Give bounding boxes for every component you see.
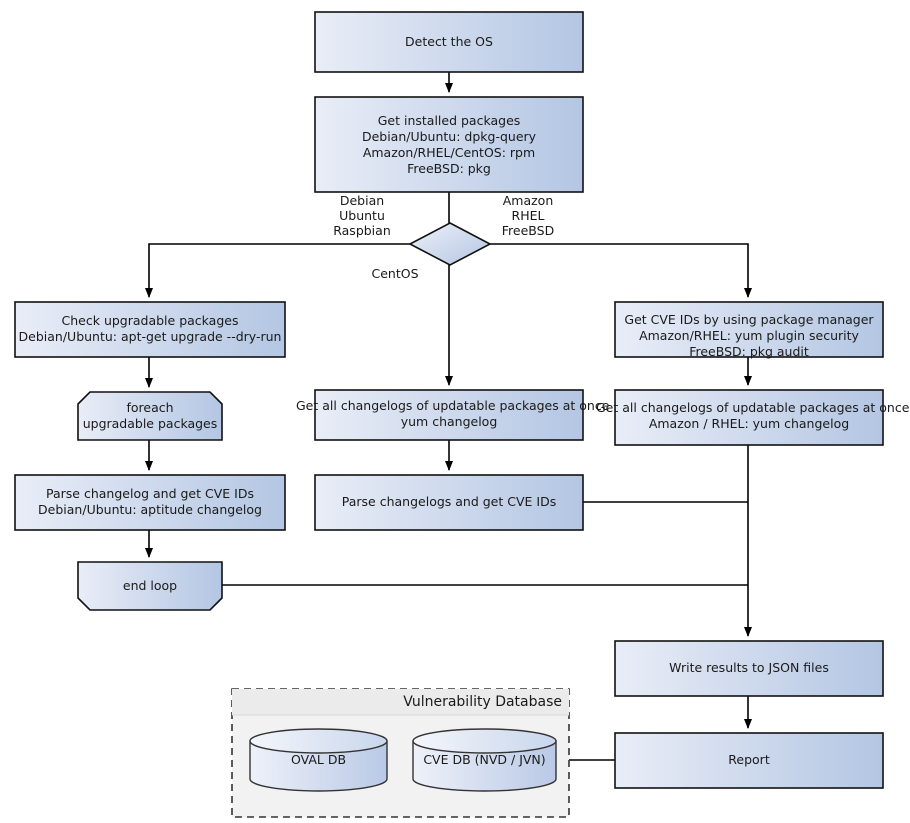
edge-label-amazon-branch: Amazon RHEL FreeBSD (501, 193, 555, 238)
node-foreach-loop-start[interactable] (77, 391, 223, 441)
node-label-oval-db: OVAL DB (290, 752, 347, 767)
node-label-center-get-all-changelogs: Get all changelogs of updatable packages… (296, 398, 610, 429)
node-label-end-loop: end loop (122, 578, 178, 593)
node-report[interactable] (614, 732, 884, 789)
node-get-installed-packages[interactable] (314, 96, 584, 193)
node-cve-db-cylinder[interactable] (412, 728, 557, 792)
node-label-write-results-json: Write results to JSON files (669, 660, 829, 675)
node-label-right-get-all-changelogs: Get all changelogs of updatable packages… (596, 400, 910, 431)
node-label-cve-db: CVE DB (NVD / JVN) (423, 752, 546, 767)
edge-decision-to-check (145, 243, 410, 298)
node-label-get-cve-ids-package-manager: Get CVE IDs by using package manager Ama… (624, 312, 874, 359)
node-label-foreach-loop-start: foreach upgradable packages (82, 400, 218, 431)
node-detect-os[interactable] (314, 11, 584, 73)
node-os-decision-diamond[interactable] (408, 222, 492, 266)
edge-label-debian-branch: Debian Ubuntu Raspbian (333, 193, 391, 238)
node-label-parse-changelog-cve-ids: Parse changelog and get CVE IDs Debian/U… (38, 486, 262, 517)
node-label-detect-os: Detect the OS (405, 34, 493, 49)
node-write-results-json[interactable] (614, 640, 884, 697)
group-title-vulnerability-database: Vulnerability Database (403, 694, 562, 710)
node-right-get-all-changelogs[interactable] (614, 389, 884, 446)
node-label-get-installed-packages: Get installed packages Debian/Ubuntu: dp… (361, 113, 537, 176)
node-label-center-parse-changelogs: Parse changelogs and get CVE IDs (341, 494, 557, 509)
node-label-check-upgradable-packages: Check upgradable packages Debian/Ubuntu:… (18, 313, 282, 344)
node-end-loop[interactable] (77, 561, 223, 611)
node-label-report: Report (728, 752, 770, 767)
node-center-parse-changelogs[interactable] (314, 474, 584, 531)
node-check-upgradable-packages[interactable] (14, 301, 286, 358)
node-oval-db-cylinder[interactable] (249, 728, 388, 792)
edge-decision-to-cve-pkgmgr (490, 243, 752, 298)
node-get-cve-ids-package-manager[interactable] (614, 301, 884, 358)
node-parse-changelog-cve-ids[interactable] (14, 474, 286, 531)
node-center-get-all-changelogs[interactable] (314, 389, 584, 441)
edge-label-centos-branch: CentOS (371, 266, 419, 281)
